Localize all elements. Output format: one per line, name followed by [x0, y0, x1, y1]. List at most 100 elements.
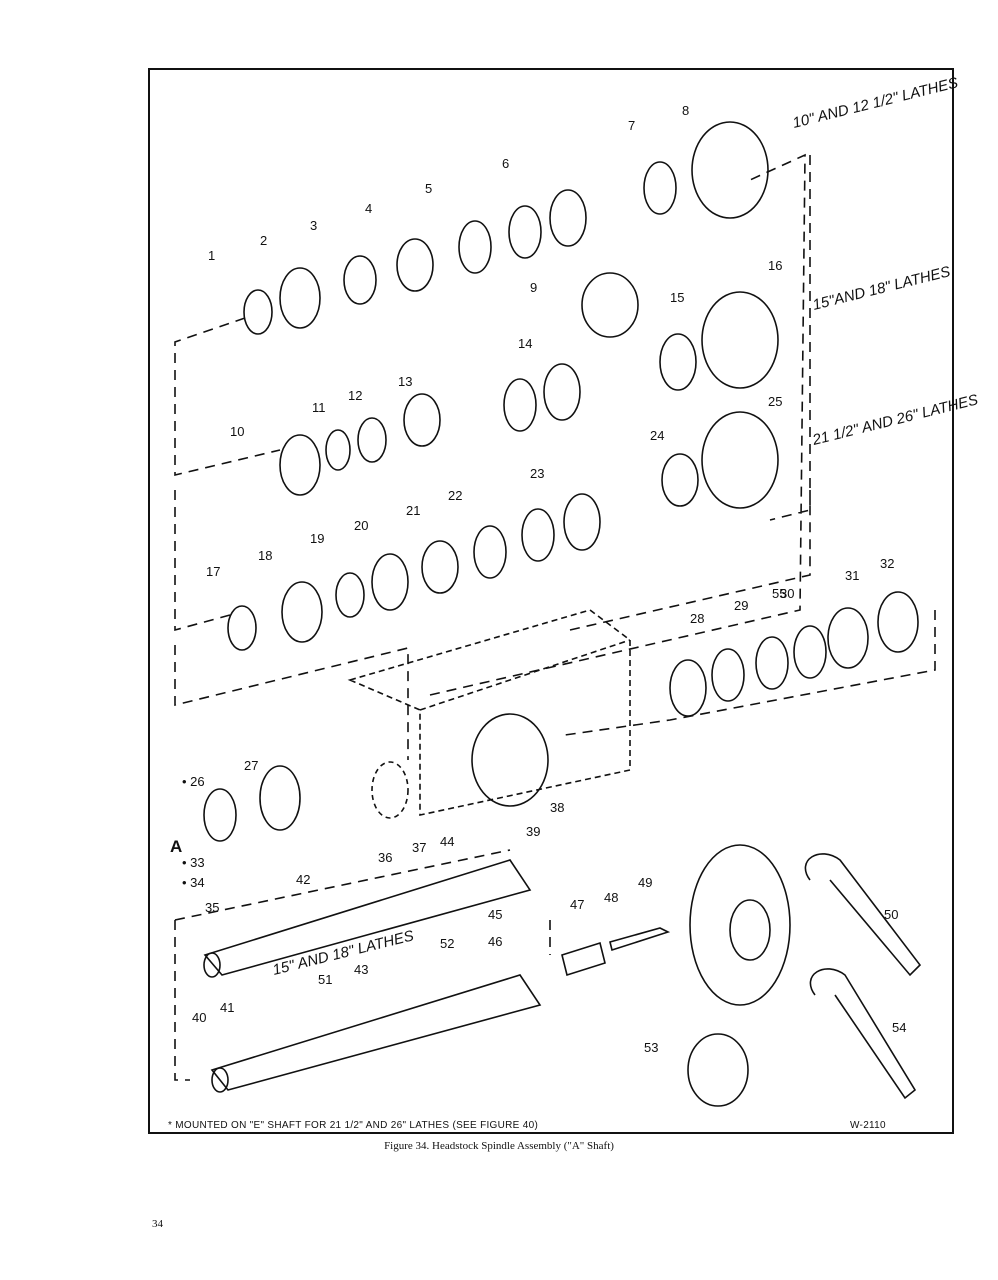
part-12-ring — [357, 417, 387, 463]
part-32-nut — [877, 591, 919, 653]
part-53-collar — [687, 1033, 749, 1107]
callout-33: • 33 — [182, 855, 205, 870]
part-3-sleeve — [343, 255, 377, 305]
callout-10: 10 — [230, 424, 244, 439]
callout-18: 18 — [258, 548, 272, 563]
part-40-spindle — [210, 974, 542, 1091]
figure-frame: 10" AND 12 1/2" LATHES 15"AND 18" LATHES… — [148, 68, 980, 1134]
part-28-bearing — [669, 659, 707, 717]
figure-caption: Figure 34. Headstock Spindle Assembly ("… — [384, 1140, 614, 1152]
callout-19: 19 — [310, 531, 324, 546]
part-20-ring — [371, 553, 409, 611]
part-16-gear — [701, 291, 779, 389]
group-label-21-26: 21 1/2" AND 26" LATHES — [810, 391, 980, 449]
callout-55: 55 — [772, 586, 786, 601]
callout-38: 38 — [550, 800, 564, 815]
part-14-bearing — [503, 378, 537, 432]
part-9-sleeve — [581, 272, 639, 338]
callout-35: 35 — [205, 900, 219, 915]
headstock-casting — [347, 609, 631, 816]
part-54-wrench — [809, 968, 917, 1100]
part-6-bearing — [508, 205, 542, 259]
part-37-spindle — [203, 859, 532, 976]
callout-7: 7 — [628, 118, 635, 133]
shaft-label-15-18: 15" AND 18" LATHES — [271, 927, 416, 979]
callout-13: 13 — [398, 374, 412, 389]
part-1-ring — [243, 289, 273, 335]
callout-29: 29 — [734, 598, 748, 613]
callout-1: 1 — [208, 248, 215, 263]
part-49-pulley — [689, 844, 791, 1006]
part-21-gear — [421, 540, 459, 594]
callout-16: 16 — [768, 258, 782, 273]
callout-51: 51 — [318, 972, 332, 987]
callout-21: 21 — [406, 503, 420, 518]
part-49-pulley-hub — [729, 899, 771, 961]
part-27-ring — [259, 765, 301, 831]
part-48-pin — [609, 927, 671, 952]
view-letter: A — [170, 837, 182, 856]
callout-50: 50 — [884, 907, 898, 922]
part-28-cone — [711, 648, 745, 702]
callout-5: 5 — [425, 181, 432, 196]
callout-34: • 34 — [182, 875, 205, 890]
callout-43: 43 — [354, 962, 368, 977]
part-55-o-ring — [793, 625, 827, 679]
callout-47: 47 — [570, 897, 584, 912]
callout-26: • 26 — [182, 774, 205, 789]
callout-6: 6 — [502, 156, 509, 171]
part-47-sleeve — [561, 941, 606, 977]
part-7-ring — [643, 161, 677, 215]
callout-36: 36 — [378, 850, 392, 865]
part-23-cup — [563, 493, 601, 551]
part-13-gear — [403, 393, 441, 447]
callout-48: 48 — [604, 890, 618, 905]
part-37-spindle-end — [203, 952, 221, 978]
callout-45: 45 — [488, 907, 502, 922]
part-2-bearing — [279, 267, 321, 329]
part-23-bearing — [521, 508, 555, 562]
part-14-cup — [543, 363, 581, 421]
callout-8: 8 — [682, 103, 689, 118]
callout-9: 9 — [530, 280, 537, 295]
callout-25: 25 — [768, 394, 782, 409]
callout-32: 32 — [880, 556, 894, 571]
part-25-gear — [701, 411, 779, 509]
part-24-ring — [661, 453, 699, 507]
part-10-bearing — [279, 434, 321, 496]
guide-line — [174, 153, 811, 760]
group-label-15-18: 15"AND 18" LATHES — [811, 263, 952, 314]
callout-4: 4 — [365, 201, 372, 216]
part-8-gear — [691, 121, 769, 219]
part-6-cup — [549, 189, 587, 247]
callout-27: 27 — [244, 758, 258, 773]
exploded-diagram: 10" AND 12 1/2" LATHES 15"AND 18" LATHES… — [168, 74, 980, 1131]
callout-11: 11 — [312, 400, 326, 415]
guide-line — [174, 610, 936, 1081]
part-30-cap — [827, 607, 869, 669]
part-29-ring — [755, 636, 789, 690]
part-50-wrench — [804, 853, 922, 977]
part-11-snap-ring — [325, 429, 351, 471]
callout-49: 49 — [638, 875, 652, 890]
callout-24: 24 — [650, 428, 664, 443]
callout-12: 12 — [348, 388, 362, 403]
part-18-bearing — [281, 581, 323, 643]
part-26-gear — [203, 788, 237, 842]
page-number: 34 — [152, 1218, 163, 1230]
part-15-ring — [659, 333, 697, 391]
callout-14: 14 — [518, 336, 532, 351]
part-19-sleeve — [335, 572, 365, 618]
part-4-gear — [396, 238, 434, 292]
callout-41: 41 — [220, 1000, 234, 1015]
callout-39: 39 — [526, 824, 540, 839]
callout-44: 44 — [440, 834, 454, 849]
callout-15: 15 — [670, 290, 684, 305]
callout-42: 42 — [296, 872, 310, 887]
callout-46: 46 — [488, 934, 502, 949]
callout-3: 3 — [310, 218, 317, 233]
spindle-bore — [471, 713, 549, 807]
group-label-10-12: 10" AND 12 1/2" LATHES — [791, 74, 960, 132]
callout-53: 53 — [644, 1040, 658, 1055]
callout-54: 54 — [892, 1020, 906, 1035]
